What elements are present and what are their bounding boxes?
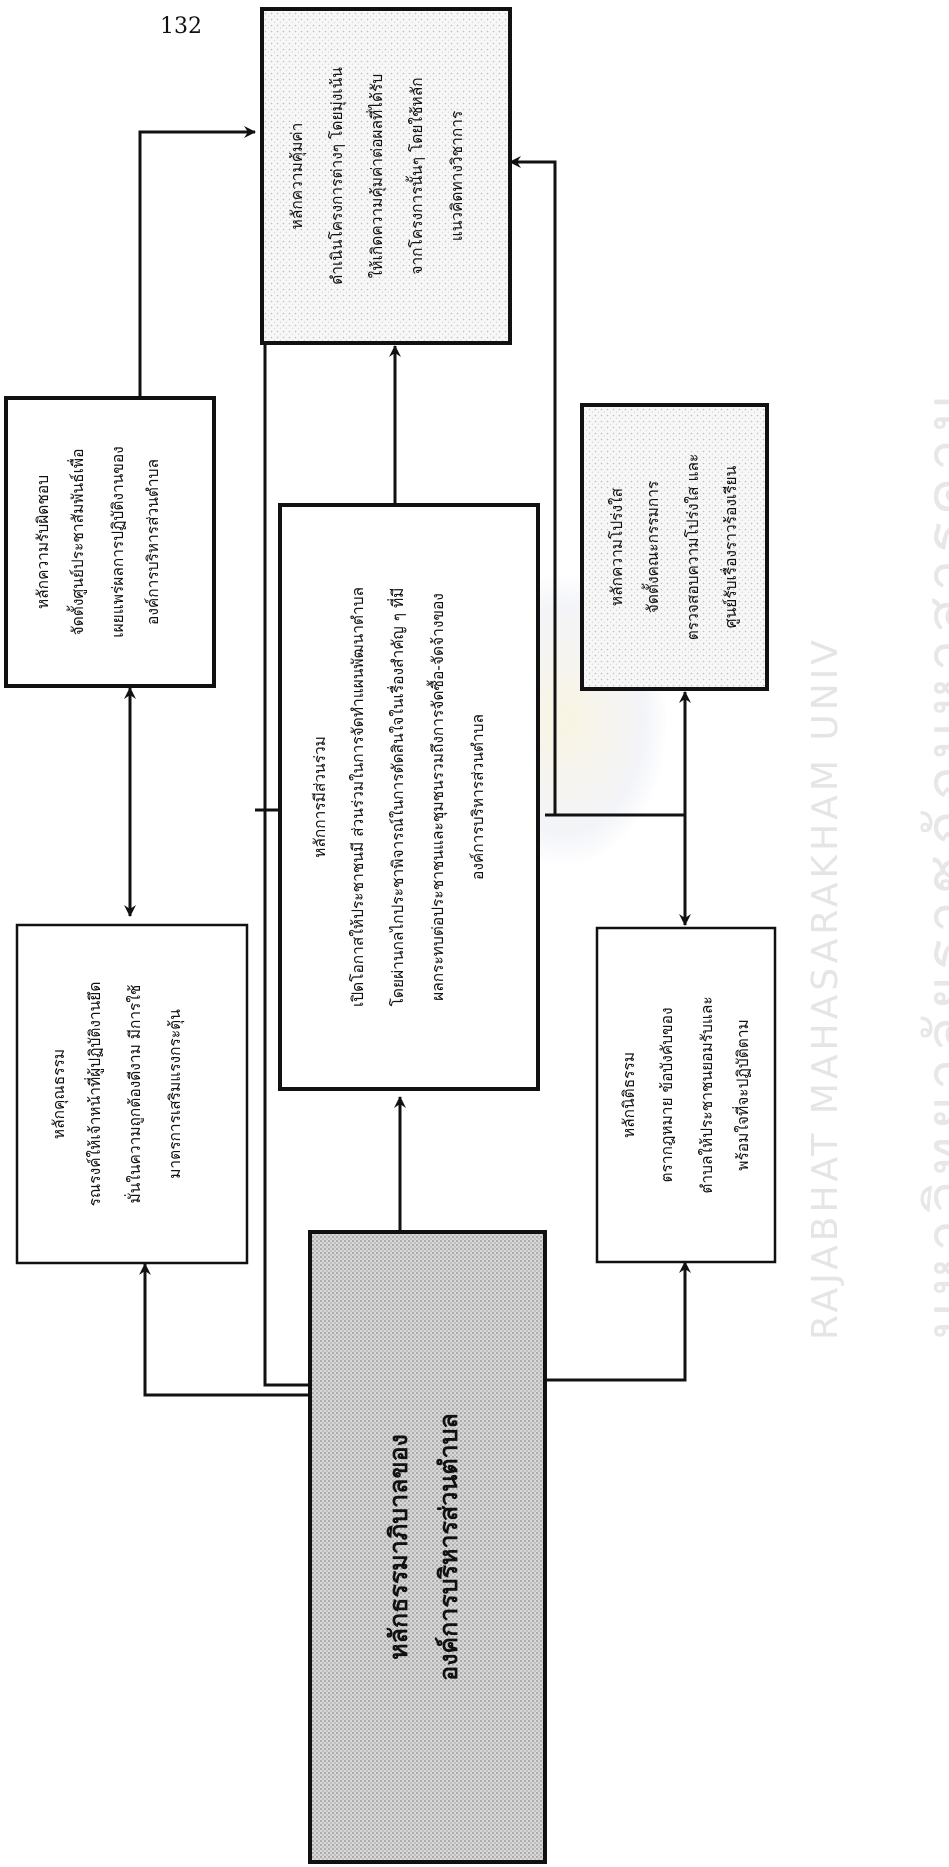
participation-text-group: หลักการมีส่วนร่วม เปิดโอกาสให้ประชาชนมี …: [311, 587, 487, 1007]
participation-line-4: องค์การบริหารส่วนตำบล: [469, 714, 487, 880]
page-number: 132: [160, 14, 202, 39]
participation-title: หลักการมีส่วนร่วม: [311, 736, 329, 858]
transparency-title: หลักความโปร่งใส: [608, 487, 626, 606]
rule-of-law-line-2: ตำบลให้ประชาชนยอมรับและ: [698, 996, 716, 1193]
value-line-1: ดำเนินโครงการต่างๆ โดยมุ่งเน้น: [328, 67, 347, 285]
box-accountability: [4, 396, 216, 688]
accountability-text-group: หลักความรับผิดชอบ จัดตั้งศูนย์ประชาสัมพั…: [34, 446, 162, 637]
morality-line-3: มาตรการเสริมแรงกระตุ้น: [166, 1009, 185, 1179]
center-title-line-1: หลักธรรมาภิบาลของ: [384, 1434, 413, 1660]
value-line-4: แนวคิดทางวิชาการ: [448, 111, 466, 242]
center-text-group: หลักธรรมาภิบาลของ องค์การบริหารส่วนตำบล: [384, 1413, 463, 1681]
morality-line-1: รณรงค์ให้เจ้าหน้าที่ผู้ปฏิบัติงานยึด: [84, 982, 105, 1207]
participation-line-3: ผลกระทบต่อประชาชนและชุมชนรวมถึงการจัดซื้…: [426, 593, 448, 1001]
transparency-line-1: จัดตั้งคณะกรรมการ: [641, 481, 662, 614]
participation-line-2: โดยผ่านกลไกประชาพิจารณ์ในการตัดสินใจในเร…: [387, 588, 407, 1007]
box-value: [260, 7, 512, 345]
accountability-line-2: เผยแพร่ผลการปฏิบัติงานของ: [109, 446, 127, 637]
arrow-accountability-to-value: [138, 126, 256, 398]
value-line-2: ให้เกิดความคุ้มค่าต่อผลที่ได้รับ: [366, 74, 387, 278]
rule-of-law-text-group: หลักนิติธรรม ตรากฎหมาย ข้อบังคับของ ตำบล…: [620, 996, 752, 1193]
accountability-title: หลักความรับผิดชอบ: [34, 475, 52, 609]
transparency-line-3: ศูนย์รับเรื่องราวร้องเรียน: [720, 465, 741, 628]
box-transparency: [580, 403, 769, 691]
accountability-line-1: จัดตั้งศูนย์ประชาสัมพันธ์เพื่อ: [66, 449, 88, 636]
participation-line-1: เปิดโอกาสให้ประชาชนมี ส่วนร่วมในการจัดทำ…: [349, 587, 367, 1007]
morality-title: หลักคุณธรรม: [50, 1049, 69, 1139]
morality-text-group: หลักคุณธรรม รณรงค์ให้เจ้าหน้าที่ผู้ปฏิบั…: [50, 982, 185, 1207]
transparency-text-group: หลักความโปร่งใส จัดตั้งคณะกรรมการ ตรวจสอ…: [608, 454, 741, 641]
rule-of-law-line-1: ตรากฎหมาย ข้อบังคับของ: [658, 1007, 676, 1182]
morality-line-2: มั่นในความถูกต้องดีงาม มีการใช้: [124, 985, 145, 1204]
arrow-center-to-morality: [139, 1263, 345, 1397]
value-line-3: จากโครงการนั้นๆ โดยใช้หลัก: [405, 77, 426, 274]
box-rule-of-law: [595, 926, 777, 1264]
rule-of-law-title: หลักนิติธรรม: [620, 1052, 638, 1138]
rule-of-law-line-3: พร้อมใจที่จะปฏิบัติตาม: [732, 1019, 752, 1170]
accountability-line-3: องค์การบริหารส่วนตำบล: [144, 459, 162, 625]
box-center: [308, 1230, 547, 1864]
box-morality: [15, 923, 249, 1265]
arrow-center-to-rule-of-law: [540, 1261, 691, 1382]
value-text-group: หลักความคุ้มค่า ดำเนินโครงการต่างๆ โดยมุ…: [288, 67, 466, 285]
value-title: หลักความคุ้มค่า: [288, 123, 307, 230]
center-title-line-2: องค์การบริหารส่วนตำบล: [434, 1413, 463, 1681]
box-participation: [278, 503, 540, 1091]
transparency-line-2: ตรวจสอบความโปร่งใส และ: [684, 454, 702, 641]
